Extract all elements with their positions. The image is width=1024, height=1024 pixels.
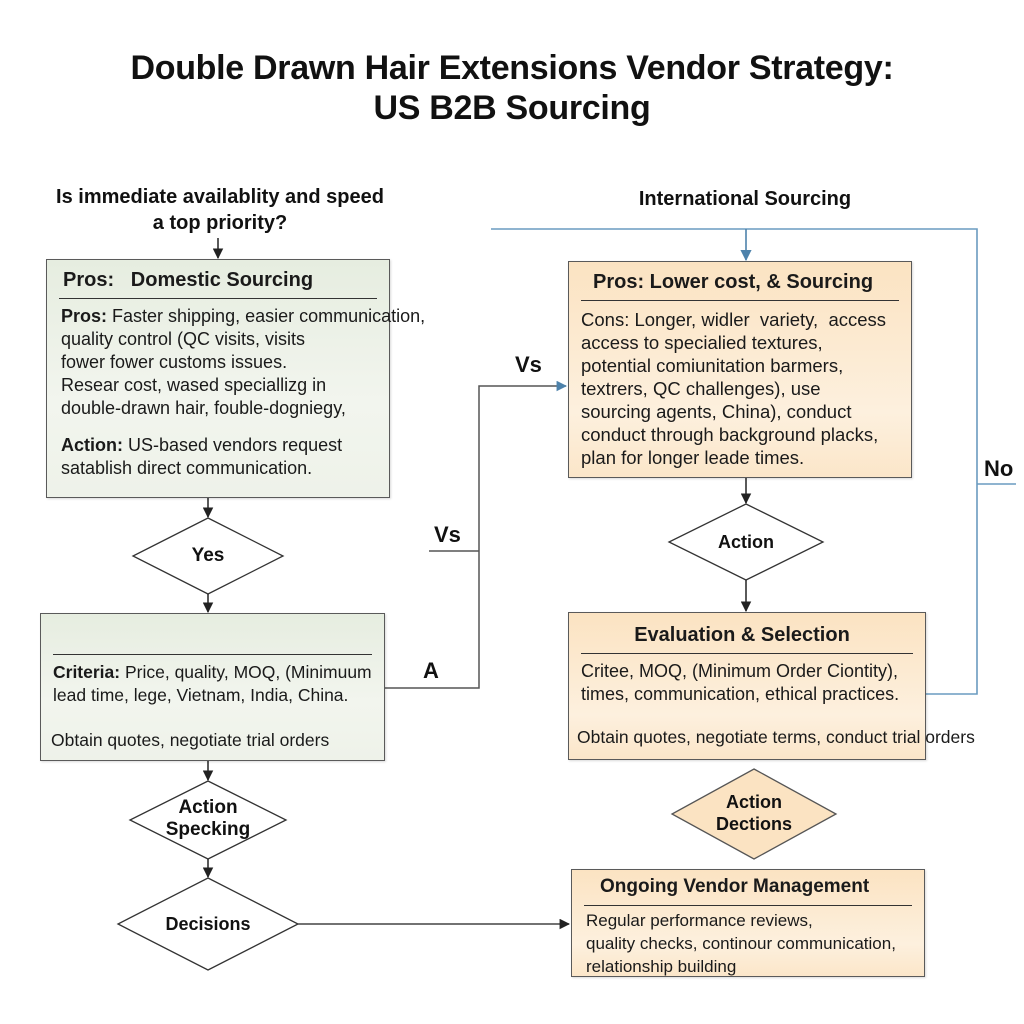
connector-criteria-to-international [385, 380, 568, 689]
evaluation-body-2: times, communication, ethical practices. [581, 684, 900, 704]
vs-label-upper: Vs [515, 352, 542, 377]
title-line-2: US B2B Sourcing [373, 89, 651, 127]
domestic-box-body: Pros: Faster shipping, easier communicat… [47, 299, 425, 480]
action-dections-line-2: Dections [715, 814, 793, 834]
domestic-pros-line: Pros: Faster shipping, easier communicat… [61, 305, 425, 328]
title-line-1: Double Drawn Hair Extensions Vendor Stra… [130, 49, 894, 87]
no-label: No [984, 456, 1014, 481]
question-line-2: a top priority? [152, 212, 288, 234]
pros-text-3: fower fower customs issues. [61, 352, 288, 372]
criteria-divider [53, 654, 372, 655]
evaluation-selection-box[interactable]: Evaluation & Selection Critee, MOQ, (Min… [568, 612, 975, 760]
a-label: A [423, 658, 439, 683]
intl-body-6: conduct through background placks, [581, 424, 879, 445]
ongoing-body-3: relationship building [586, 957, 737, 976]
ongoing-body-1: Regular performance reviews, [586, 911, 813, 930]
action-label: Action: [61, 435, 123, 455]
intl-body-3: potential comiunitation barmers, [581, 355, 844, 376]
international-box-body: Cons: Longer, widler variety, access acc… [569, 301, 911, 469]
criteria-footer: Obtain quotes, negotiate trial orders [51, 730, 330, 750]
question-line-1: Is immediate availablity and speed [56, 186, 384, 208]
intl-body-7: plan for longer leade times. [581, 447, 805, 468]
criteria-text-1: Price, quality, MOQ, (Minimuum [120, 662, 372, 682]
vs-label-lower: Vs [434, 522, 461, 547]
ongoing-vendor-management-box[interactable]: Ongoing Vendor Management Regular perfor… [571, 869, 925, 977]
action-text-2: satablish direct communication. [61, 458, 313, 478]
ongoing-body-2: quality checks, continour communication, [586, 934, 896, 953]
international-sourcing-heading: International Sourcing [638, 188, 852, 210]
criteria-box-body: Criteria: Price, quality, MOQ, (Minimuum… [41, 655, 384, 752]
criteria-label: Criteria: [53, 662, 121, 682]
pros-text-4: Resear cost, wased speciallizg in [61, 375, 327, 395]
action-specking-line-2: Specking [165, 819, 251, 840]
international-box-header: Pros: Lower cost, & Sourcing [581, 262, 899, 301]
domestic-box-header: Pros: Domestic Sourcing [59, 260, 377, 299]
intl-body-2: access to specialied textures, [581, 332, 823, 353]
pros-text-5: double-drawn hair, fouble-dogniegy, [61, 398, 346, 418]
action-text-1: US-based vendors request [123, 435, 343, 455]
decisions-decision[interactable]: Decisions [165, 914, 251, 934]
action-specking-decision[interactable]: Action Specking [148, 797, 268, 841]
ongoing-box-header: Ongoing Vendor Management [584, 870, 912, 906]
criteria-line-1: Criteria: Price, quality, MOQ, (Minimuum [53, 661, 372, 684]
page-title: Double Drawn Hair Extensions Vendor Stra… [0, 48, 1024, 128]
pros-text-2: quality control (QC visits, visits [61, 329, 306, 349]
domestic-action-line: Action: US-based vendors request [61, 434, 375, 457]
criteria-box[interactable]: Criteria: Price, quality, MOQ, (Minimuum… [40, 613, 385, 761]
evaluation-box-header: Evaluation & Selection [581, 613, 913, 654]
action-dections-decision[interactable]: Action Dections [694, 791, 814, 835]
domestic-sourcing-box[interactable]: Pros: Domestic Sourcing Pros: Faster shi… [46, 259, 425, 498]
pros-label: Pros: [61, 306, 108, 326]
intl-body-5: sourcing agents, China), conduct [581, 401, 852, 422]
evaluation-footer: Obtain quotes, negotiate terms, conduct … [577, 727, 975, 747]
evaluation-box-body: Critee, MOQ, (Minimum Order Ciontity), t… [569, 654, 975, 749]
criteria-text-2: lead time, lege, Vietnam, India, China. [53, 685, 349, 705]
priority-question: Is immediate availablity and speed a top… [30, 184, 410, 236]
yes-decision[interactable]: Yes [191, 545, 225, 566]
ongoing-box-body: Regular performance reviews, quality che… [572, 906, 924, 978]
action-specking-line-1: Action [178, 797, 238, 818]
intl-body-4: textrers, QC challenges), use [581, 378, 821, 399]
intl-body-1: Cons: Longer, widler variety, access [581, 309, 887, 330]
action-decision[interactable]: Action [718, 532, 774, 552]
international-sourcing-box[interactable]: Pros: Lower cost, & Sourcing Cons: Longe… [568, 261, 912, 478]
action-dections-line-1: Action [726, 792, 782, 812]
evaluation-body-1: Critee, MOQ, (Minimum Order Ciontity), [581, 661, 899, 681]
pros-text-1: Faster shipping, easier communication, [107, 306, 426, 326]
